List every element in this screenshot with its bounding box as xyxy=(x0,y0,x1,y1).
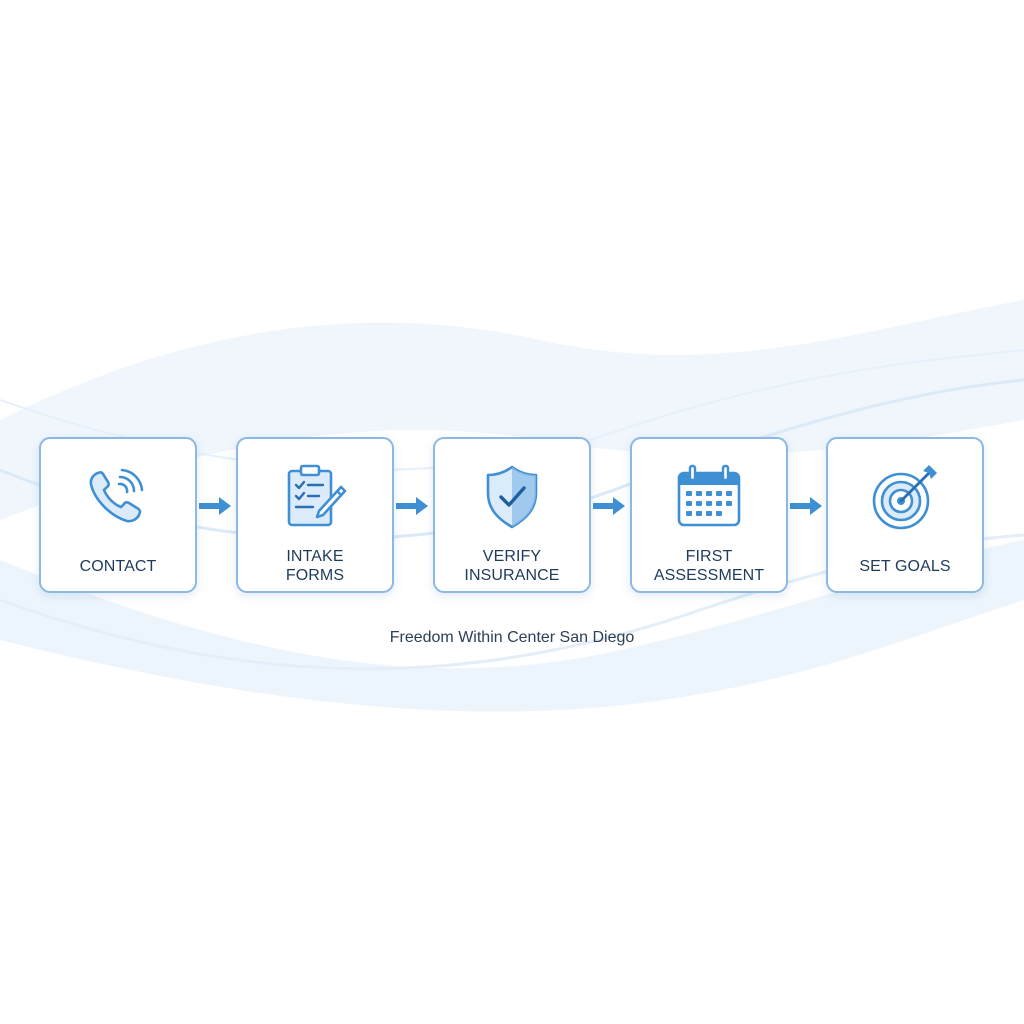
step-card-set-goals: SET GOALS xyxy=(826,437,984,593)
step-label-contact: CONTACT xyxy=(79,558,157,575)
step-card-contact: CONTACT xyxy=(39,437,197,593)
arrow-right-icon xyxy=(394,495,430,517)
phone-icon xyxy=(82,461,154,533)
target-icon xyxy=(869,461,941,533)
shield-check-icon xyxy=(476,461,548,533)
step-label-first-assessment: FIRST ASSESSMENT xyxy=(653,548,765,584)
step-card-verify-insurance: VERIFY INSURANCE xyxy=(433,437,591,593)
step-label-set-goals: SET GOALS xyxy=(859,558,951,575)
step-card-intake-forms: INTAKE FORMS xyxy=(236,437,394,593)
clipboard-pen-icon xyxy=(279,461,351,533)
calendar-icon xyxy=(673,461,745,533)
organization-name: Freedom Within Center San Diego xyxy=(389,629,635,646)
step-label-intake-forms: INTAKE FORMS xyxy=(285,548,345,584)
step-label-verify-insurance: VERIFY INSURANCE xyxy=(464,548,560,584)
arrow-right-icon xyxy=(591,495,627,517)
arrow-right-icon xyxy=(197,495,233,517)
arrow-right-icon xyxy=(788,495,824,517)
step-card-first-assessment: FIRST ASSESSMENT xyxy=(630,437,788,593)
